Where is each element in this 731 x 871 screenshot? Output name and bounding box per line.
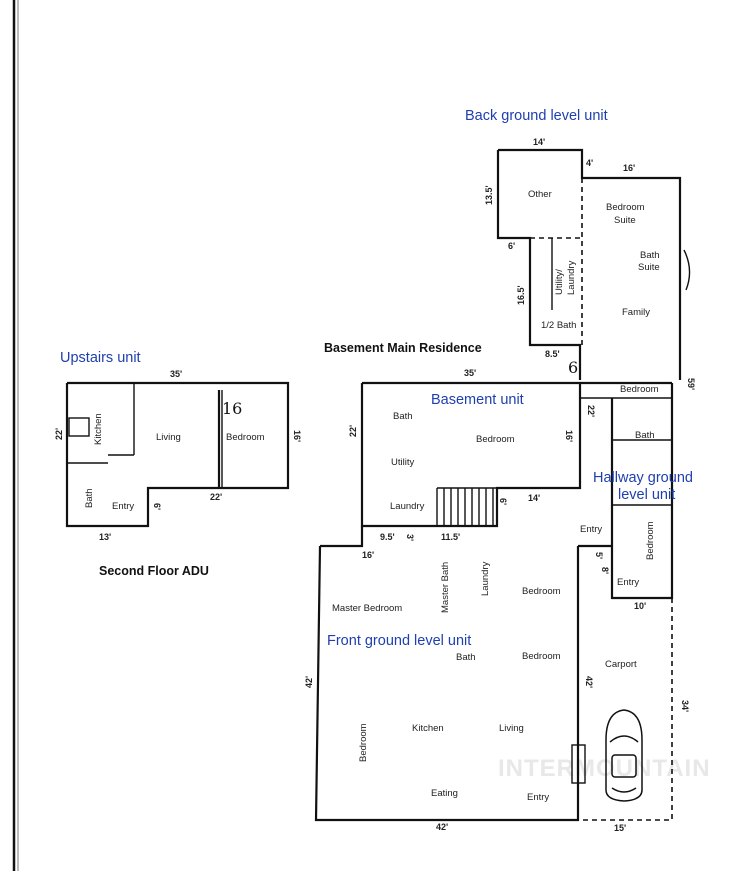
dim-front-bottom: 42': [436, 822, 448, 832]
room-adu-living: Living: [156, 432, 181, 443]
room-bsmt-utility: Utility: [391, 457, 414, 468]
unit-label-front: Front ground level unit: [327, 633, 471, 649]
room-adu-bath: Bath: [84, 488, 95, 508]
dim-bsmt-top: 35': [464, 368, 476, 378]
room-adu-entry: Entry: [112, 501, 134, 512]
dim-adu-right: 16': [292, 430, 302, 442]
room-kitchen: Kitchen: [412, 723, 444, 734]
room-adu-kitchen: Kitchen: [93, 413, 104, 445]
handwritten-note-6: 6: [568, 358, 578, 377]
dim-bsmt-right: 16': [564, 430, 574, 442]
room-laundry: Laundry: [480, 561, 491, 596]
room-bedroom-2: Bedroom: [522, 651, 561, 662]
dim-back-bottom: 8.5': [545, 349, 560, 359]
room-bath-suite-2: Suite: [638, 262, 660, 273]
unit-label-hallway-2: level unit: [618, 487, 675, 503]
dim-carport-side: 34': [680, 700, 690, 712]
dim-back-side: 16.5': [516, 285, 526, 305]
unit-label-hallway-1: Hallway ground: [593, 470, 693, 486]
dim-back-right-top: 16': [623, 163, 635, 173]
dim-back-left: 13.5': [484, 185, 494, 205]
dim-back-top: 14': [533, 137, 545, 147]
dim-bsmt-bottom-a: 9.5': [380, 532, 395, 542]
dim-bsmt-bottom-b: 3': [405, 534, 415, 541]
room-hall-bath: Bath: [635, 430, 655, 441]
room-eating: Eating: [431, 788, 458, 799]
room-entry: Entry: [527, 792, 549, 803]
heading-basement-main-residence: Basement Main Residence: [324, 341, 482, 355]
dim-bsmt-bottom-right: 14': [528, 493, 540, 503]
room-utility-laundry-1: Utility/: [554, 269, 565, 295]
room-bedroom-suite-2: Suite: [614, 215, 636, 226]
room-family: Family: [622, 307, 650, 318]
dim-hall-a: 5': [594, 552, 604, 559]
dim-hall-bottom: 10': [634, 601, 646, 611]
dim-front-inner: 42': [584, 676, 594, 688]
front-unit: [314, 526, 673, 822]
room-bedroom-1: Bedroom: [522, 586, 561, 597]
room-living: Living: [499, 723, 524, 734]
dim-adu-step: 22': [210, 492, 222, 502]
room-bath-suite-1: Bath: [640, 250, 660, 261]
unit-label-upstairs: Upstairs unit: [60, 350, 141, 366]
dim-front-left: 42': [304, 676, 314, 688]
room-master-bath: Master Bath: [440, 562, 451, 613]
room-adu-bedroom: Bedroom: [226, 432, 265, 443]
back-unit: [496, 148, 691, 380]
dim-back-notch: 6': [508, 241, 515, 251]
room-bedroom-suite-1: Bedroom: [606, 202, 645, 213]
room-hall-entry-inner: Entry: [617, 577, 639, 588]
dim-adu-notch: 6': [152, 503, 162, 510]
room-bath: Bath: [456, 652, 476, 663]
dim-adu-top: 35': [170, 369, 182, 379]
unit-label-back: Back ground level unit: [465, 108, 608, 124]
basement-stairs: [436, 487, 497, 526]
dim-bsmt-step: 22': [586, 405, 596, 417]
dim-adu-left: 22': [54, 428, 64, 440]
room-bsmt-bedroom: Bedroom: [476, 434, 515, 445]
room-bsmt-laundry: Laundry: [390, 501, 425, 512]
dim-front-top: 16': [362, 550, 374, 560]
dim-back-step: 4': [586, 158, 593, 168]
room-hall-entry-outer: Entry: [580, 524, 602, 535]
dim-bsmt-left: 22': [348, 425, 358, 437]
dim-adu-bottom: 13': [99, 532, 111, 542]
handwritten-note-16: 16: [222, 399, 242, 418]
room-hall-bedroom-top: Bedroom: [620, 384, 659, 395]
room-master-bedroom: Master Bedroom: [332, 603, 402, 614]
room-carport: Carport: [605, 659, 637, 670]
unit-label-basement: Basement unit: [431, 392, 524, 408]
dim-carport-bottom: 15': [614, 823, 626, 833]
dim-hall-b: 8': [600, 567, 610, 574]
adu-unit: [65, 381, 290, 528]
dim-bsmt-bottom-c: 11.5': [441, 532, 460, 542]
room-half-bath: 1/2 Bath: [541, 320, 576, 331]
dim-back-right-side: 59': [686, 378, 696, 390]
room-bsmt-bath: Bath: [393, 411, 413, 422]
watermark: INTERMOUNTAIN: [498, 755, 711, 782]
hallway-unit: [578, 383, 674, 600]
room-other: Other: [528, 189, 552, 200]
room-hall-bedroom: Bedroom: [645, 521, 656, 560]
dim-bsmt-notch: 6': [498, 498, 508, 505]
room-bedroom-west: Bedroom: [358, 723, 369, 762]
heading-second-floor-adu: Second Floor ADU: [99, 564, 209, 578]
room-utility-laundry-2: Laundry: [566, 260, 577, 295]
car-icon: [605, 709, 643, 802]
